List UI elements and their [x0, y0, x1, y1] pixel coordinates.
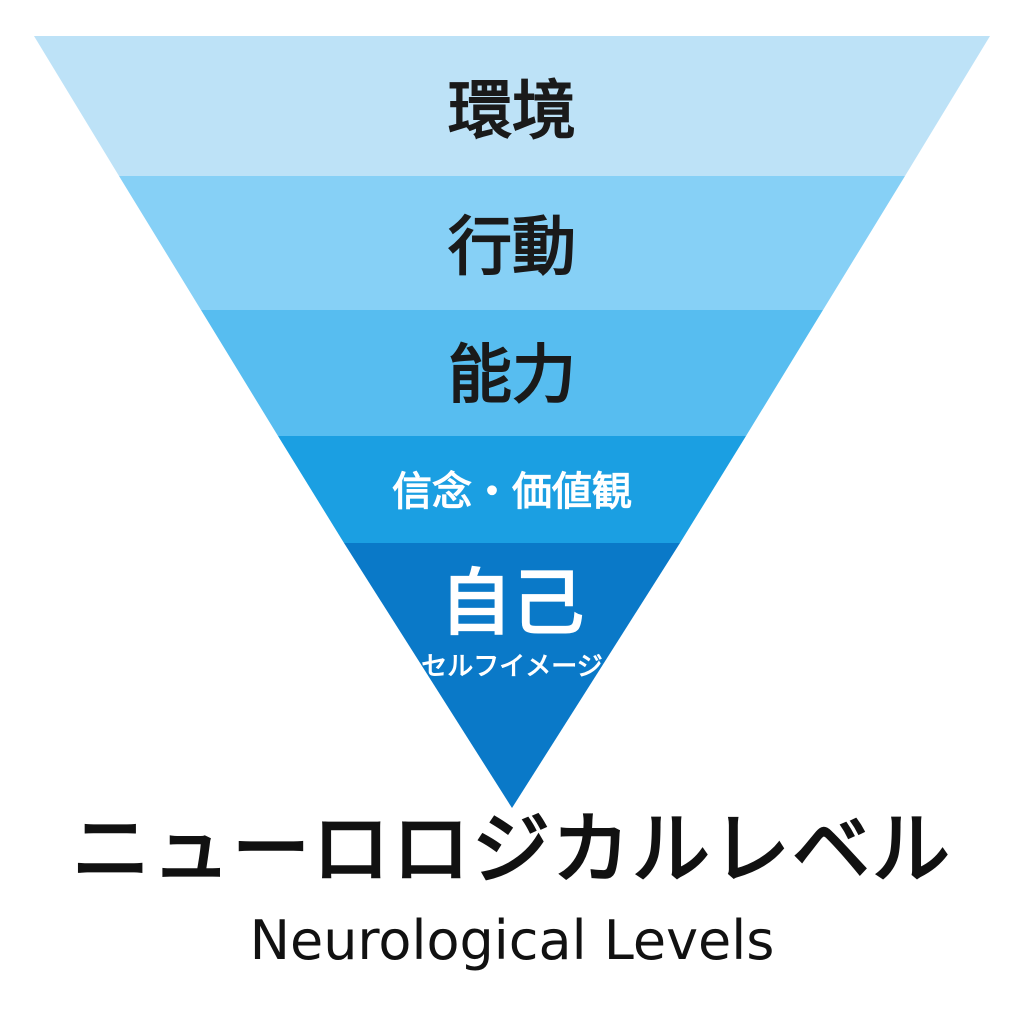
level-label-capability: 能力 — [448, 339, 576, 413]
level-band-identity — [344, 543, 680, 808]
level-label-environment: 環境 — [448, 75, 576, 149]
level-label-identity: 自己 — [440, 561, 584, 645]
diagram-title-english: Neurological Levels — [249, 909, 775, 972]
level-band-behavior — [119, 176, 905, 310]
level-sublabel-self-image: セルフイメージ — [421, 652, 602, 682]
level-band-beliefs-values — [278, 436, 746, 543]
level-label-beliefs-values: 信念・価値観 — [392, 469, 632, 515]
level-band-capability — [201, 310, 823, 436]
level-label-behavior: 行動 — [448, 211, 576, 285]
diagram-title-japanese: ニューロロジカルレベル — [71, 805, 952, 895]
level-band-environment — [34, 36, 990, 176]
